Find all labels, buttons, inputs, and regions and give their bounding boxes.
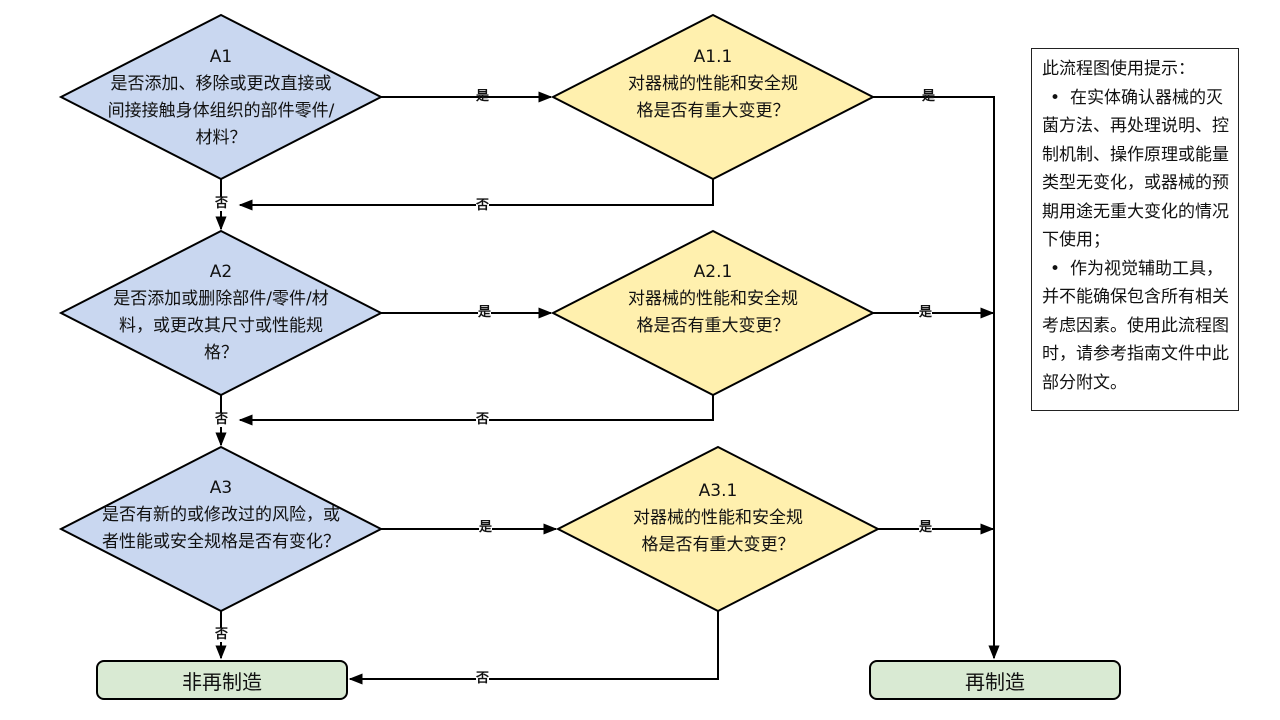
label-a1-yes: 是 — [476, 89, 490, 104]
label-a3-yes: 是 — [479, 520, 493, 535]
node-a1-text: 是否添加、移除或更改直接或间接接触身体组织的部件零件/ 材料？ — [107, 74, 335, 148]
label-a3-no: 否 — [215, 627, 229, 642]
node-a1-1-text: 对器械的性能和安全规格是否有重大变更？ — [628, 74, 798, 121]
label-a1-1-no: 否 — [476, 198, 490, 213]
node-a3-1-text: 对器械的性能和安全规格是否有重大变更？ — [633, 508, 803, 555]
node-a2-text: 是否添加或删除部件/零件/材料，或更改其尺寸或性能规格？ — [113, 289, 329, 363]
bullet-icon: • — [1050, 87, 1061, 108]
node-a2: A2 是否添加或删除部件/零件/材料，或更改其尺寸或性能规格？ — [91, 259, 351, 367]
node-a3-1: A3.1 对器械的性能和安全规格是否有重大变更？ — [588, 478, 848, 559]
node-a2-1-text: 对器械的性能和安全规格是否有重大变更？ — [628, 289, 798, 336]
node-a2-code: A2 — [209, 262, 233, 282]
usage-note-bullet-2: •作为视觉辅助工具，并不能确保包含所有相关考虑因素。使用此流程图时，请参考指南文… — [1042, 255, 1230, 398]
node-a1: A1 是否添加、移除或更改直接或间接接触身体组织的部件零件/ 材料？ — [91, 44, 351, 152]
connector-a2-1-no — [238, 395, 714, 426]
node-a2-1-code: A2.1 — [693, 262, 733, 282]
outcome-remanufactured: 再制造 — [869, 660, 1121, 700]
usage-note-bullet-1: •在实体确认器械的灭菌方法、再处理说明、控制机制、操作原理或能量类型无变化，或器… — [1042, 84, 1230, 255]
node-a3-code: A3 — [209, 478, 233, 498]
bullet-icon: • — [1050, 258, 1061, 279]
label-a1-no: 否 — [215, 196, 229, 211]
usage-note: 此流程图使用提示： •在实体确认器械的灭菌方法、再处理说明、控制机制、操作原理或… — [1031, 48, 1239, 411]
node-a3-1-code: A3.1 — [698, 481, 738, 501]
node-a1-1: A1.1 对器械的性能和安全规格是否有重大变更？ — [583, 44, 843, 125]
label-a2-1-no: 否 — [476, 412, 490, 427]
usage-note-bullet-2-text: 作为视觉辅助工具，并不能确保包含所有相关考虑因素。使用此流程图时，请参考指南文件… — [1042, 258, 1229, 393]
label-a2-1-yes: 是 — [919, 305, 933, 320]
label-a2-no: 否 — [215, 412, 229, 427]
label-a1-1-yes: 是 — [922, 89, 936, 104]
label-a3-1-yes: 是 — [919, 520, 933, 535]
node-a1-1-code: A1.1 — [693, 47, 733, 67]
node-a2-1: A2.1 对器械的性能和安全规格是否有重大变更？ — [583, 259, 843, 340]
node-a1-code: A1 — [209, 47, 233, 67]
node-a3-text: 是否有新的或修改过的风险，或者性能或安全规格是否有变化？ — [102, 505, 340, 552]
connector-a3-1-no — [348, 611, 719, 685]
outcome-not-remanufactured: 非再制造 — [96, 660, 348, 700]
label-a2-yes: 是 — [478, 305, 492, 320]
connector-a1-1-no — [238, 179, 714, 211]
connector-a1-1-yes — [873, 96, 1000, 660]
node-a3: A3 是否有新的或修改过的风险，或者性能或安全规格是否有变化？ — [91, 475, 351, 556]
label-a3-1-no: 否 — [476, 671, 490, 686]
usage-note-bullet-1-text: 在实体确认器械的灭菌方法、再处理说明、控制机制、操作原理或能量类型无变化，或器械… — [1042, 87, 1229, 251]
usage-note-title: 此流程图使用提示： — [1042, 59, 1195, 79]
